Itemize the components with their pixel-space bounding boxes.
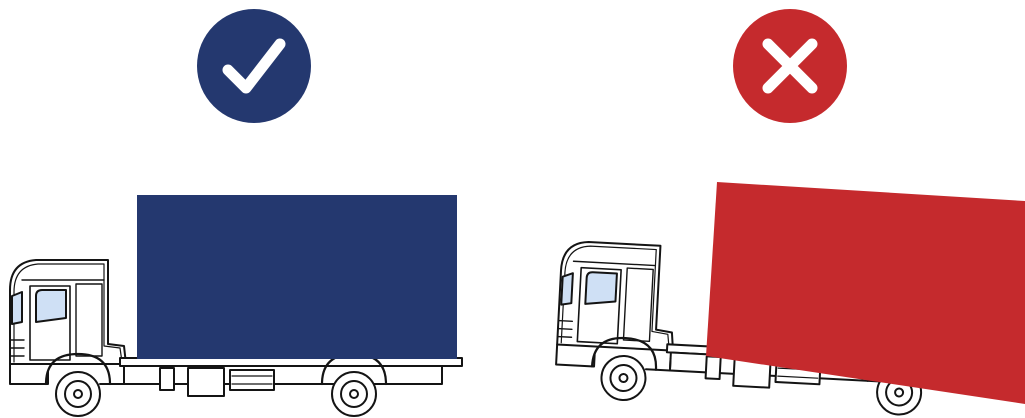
correct-badge: [197, 9, 311, 123]
correct-panel: [10, 9, 462, 416]
incorrect-panel: [554, 9, 1025, 418]
incorrect-badge: [733, 9, 847, 123]
cargo-box-secured: [137, 195, 457, 359]
correct-badge-circle: [197, 9, 311, 123]
